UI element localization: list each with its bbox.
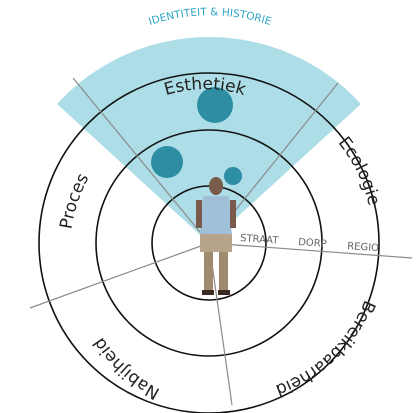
arc-title: IDENTITEIT & HISTORIE	[147, 6, 273, 28]
segment-label-proces: Proces	[57, 170, 94, 230]
score-bubble-small	[224, 167, 242, 185]
scale-label-straat: STRAAT	[240, 233, 280, 247]
divider-line	[72, 77, 210, 244]
segment-label-ecologie: Ecologie	[334, 133, 384, 207]
divider-line	[29, 242, 210, 309]
segment-label-bereikbaarheid: Bereikbaarheid	[273, 297, 379, 399]
person-figure	[196, 177, 236, 295]
segment-label-nabijheid: Nabijheid	[90, 334, 164, 403]
highlight-sector	[57, 37, 361, 243]
ring-regio	[38, 72, 380, 413]
divider-line	[208, 242, 413, 259]
ring-dorp	[95, 129, 323, 357]
scale-label-regio: REGIO	[347, 241, 380, 254]
score-bubble-large	[197, 87, 233, 123]
scale-label-dorp: DORP	[298, 237, 327, 250]
score-bubble-medium	[151, 146, 183, 178]
